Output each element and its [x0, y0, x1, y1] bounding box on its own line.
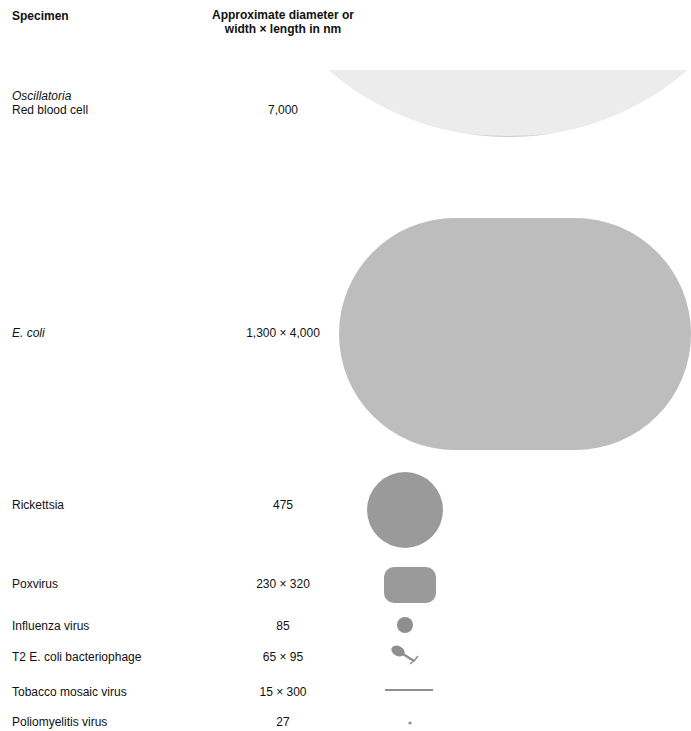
poxvirus-shape: [384, 567, 436, 603]
specimen-name: E. coli: [12, 326, 45, 340]
influenza-shape: [397, 617, 413, 633]
red-blood-cell-shape: [233, 70, 691, 137]
specimen-name: Influenza virus: [12, 619, 89, 633]
specimen-name: T2 E. coli bacteriophage: [12, 650, 141, 664]
specimen-name: Poliomyelitis virus: [12, 715, 107, 729]
size-value: 1,300 × 4,000: [246, 326, 320, 340]
column-header: Approximate diameter or width × length i…: [203, 8, 363, 36]
size-value: 65 × 95: [263, 650, 303, 664]
size-value: 27: [276, 715, 289, 729]
size-value: 7,000: [268, 103, 298, 117]
specimen-name: Tobacco mosaic virus: [12, 685, 127, 699]
poliovirus-shape: [408, 721, 411, 724]
specimen-name: Poxvirus: [12, 577, 58, 591]
size-value: 230 × 320: [256, 577, 310, 591]
rickettsia-shape: [367, 472, 443, 548]
size-value: 15 × 300: [259, 685, 306, 699]
specimen-name: Red blood cell: [12, 103, 88, 117]
bacteriophage-shape: [390, 644, 418, 664]
column-header: Specimen: [12, 9, 69, 23]
specimen-name: Rickettsia: [12, 498, 64, 512]
size-value: 475: [273, 498, 293, 512]
size-value: 85: [276, 619, 289, 633]
specimen-name: Oscillatoria: [12, 89, 71, 103]
tobacco-mosaic-shape: [385, 689, 433, 691]
e-coli-shape: [339, 218, 691, 450]
